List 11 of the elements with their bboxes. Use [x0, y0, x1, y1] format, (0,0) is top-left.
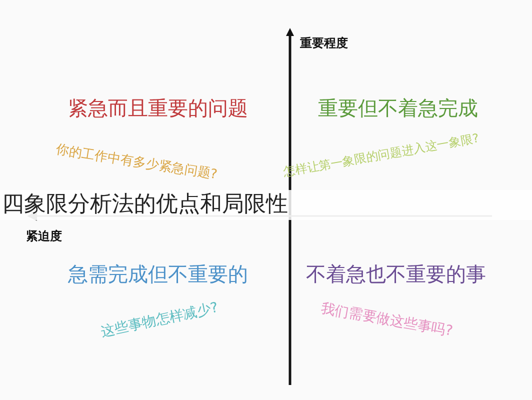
- quadrant-question: 我们需要做这些事吗?: [320, 300, 454, 341]
- quadrant-heading: 不着急也不重要的事: [306, 262, 486, 287]
- quadrant-heading: 重要但不着急完成: [318, 96, 478, 121]
- quadrant-question: 这些事物怎样减少?: [99, 300, 220, 342]
- quadrant-heading: 急需完成但不重要的: [68, 262, 248, 287]
- quadrant-question: 怎样让第一象限的问题进入这一象限?: [282, 130, 480, 180]
- title: 四象限分析法的优点和局限性: [2, 191, 288, 219]
- quadrant-question: 你的工作中有多少紧急问题?: [54, 142, 218, 184]
- axis-label: 紧迫度: [26, 229, 62, 244]
- axis-label: 重要程度: [300, 36, 348, 51]
- quadrant-heading: 紧急而且重要的问题: [68, 96, 248, 121]
